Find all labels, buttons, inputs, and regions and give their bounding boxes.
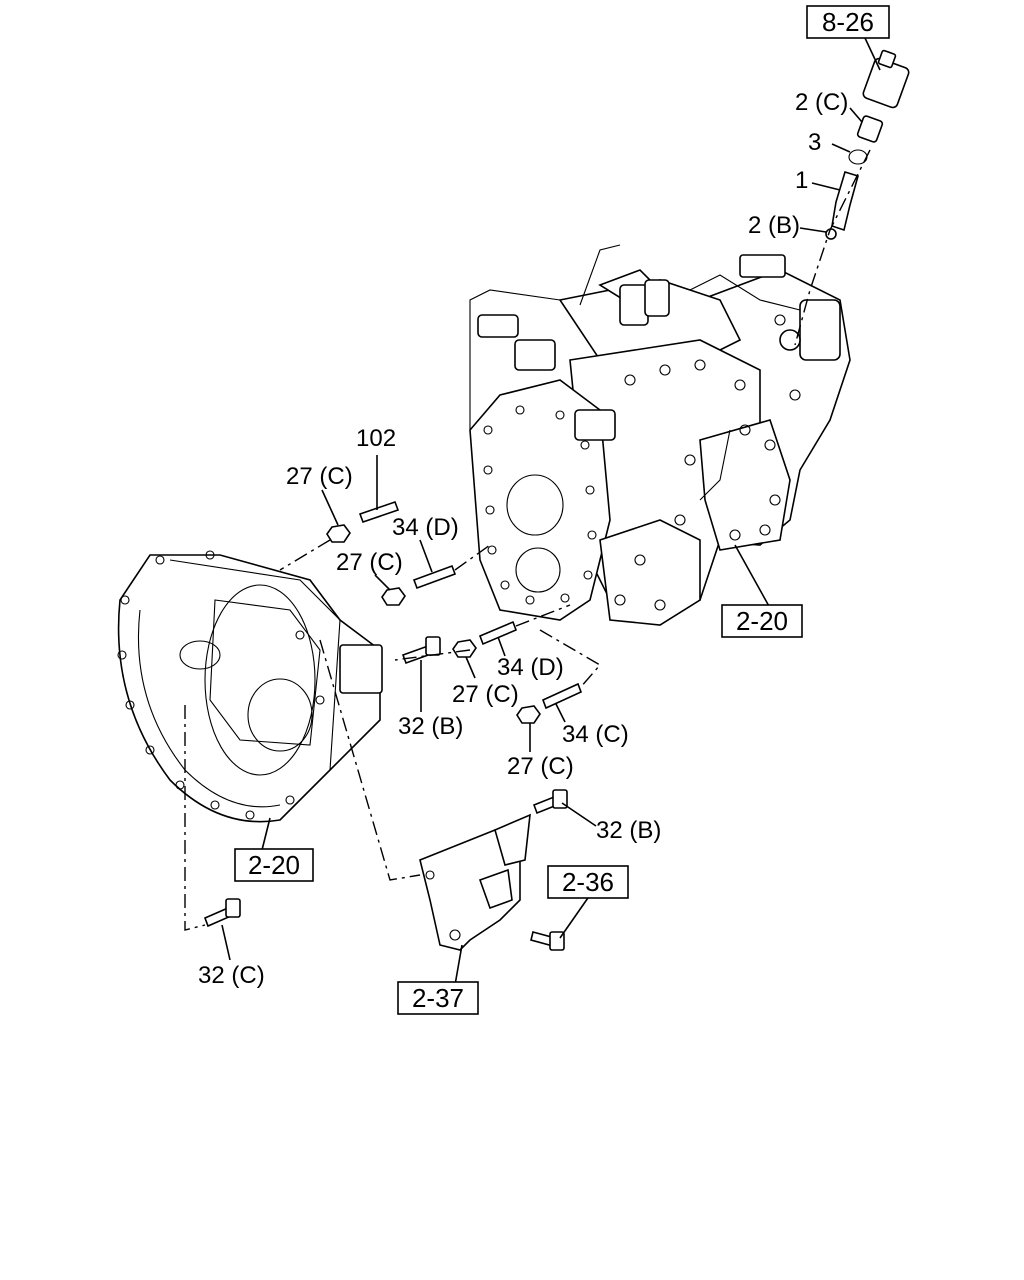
ref-2-20-left: 2-20 — [248, 850, 300, 880]
callout-32b-b: 32 (B) — [596, 817, 661, 844]
transmission-assembly — [469, 244, 851, 626]
callout-27c-d: 27 (C) — [507, 753, 574, 780]
callout-34d-a: 34 (D) — [392, 514, 459, 541]
callout-3: 3 — [808, 129, 821, 156]
callout-2c-top: 2 (C) — [795, 89, 848, 116]
callout-102: 102 — [356, 425, 396, 452]
callout-32b-a: 32 (B) — [398, 713, 463, 740]
ref-8-26: 8-26 — [822, 7, 874, 37]
assembly-centerlines — [184, 149, 871, 931]
clutch-housing — [117, 550, 383, 823]
callout-27c-c: 27 (C) — [452, 681, 519, 708]
callout-labels: 2 (C) 3 1 2 (B) 102 27 (C) 34 (D) 27 (C)… — [198, 89, 848, 989]
leader-lines — [221, 37, 881, 986]
callout-27c-b: 27 (C) — [336, 549, 403, 576]
callout-2b: 2 (B) — [748, 212, 800, 239]
ref-2-36: 2-36 — [562, 867, 614, 897]
callout-34c: 34 (C) — [562, 721, 629, 748]
mounting-bracket — [419, 813, 531, 951]
ref-2-20-right: 2-20 — [736, 606, 788, 636]
speed-sensor-stack — [825, 49, 910, 240]
fasteners — [203, 500, 583, 951]
ref-2-37: 2-37 — [412, 983, 464, 1013]
callout-1: 1 — [795, 167, 808, 194]
reference-boxes: 8-26 2-20 2-20 2-36 2-37 — [234, 5, 890, 1015]
callout-27c-a: 27 (C) — [286, 463, 353, 490]
callout-32c: 32 (C) — [198, 962, 265, 989]
callout-34d-b: 34 (D) — [497, 654, 564, 681]
